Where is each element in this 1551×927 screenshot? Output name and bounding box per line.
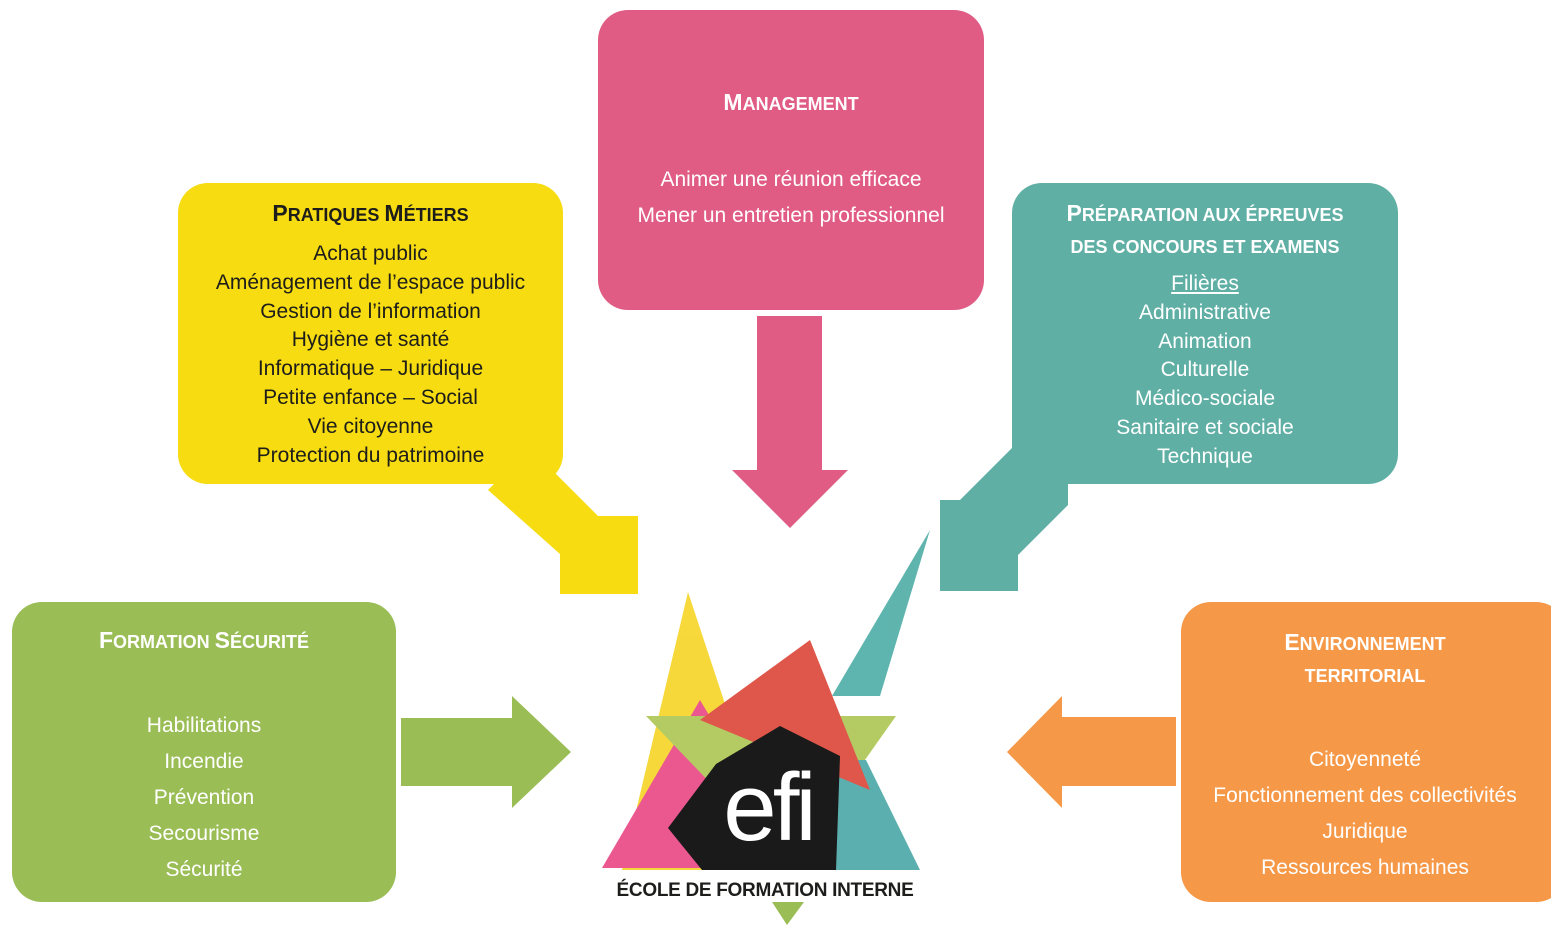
preparation-item: Médico-sociale	[1134, 387, 1276, 411]
environnement-item: Ressources humaines	[1261, 856, 1469, 879]
securite-item: Sécurité	[165, 858, 243, 881]
securite-item: Habilitations	[146, 714, 262, 737]
environnement-title-first-letter: E	[1284, 629, 1300, 655]
environnement-title-line1-rest: nvironnement	[1299, 634, 1446, 654]
environnement-arrow	[1007, 696, 1176, 808]
pratiques-box: Pratiques Métiers Achat public Aménageme…	[178, 183, 563, 484]
management-title: Management	[598, 86, 984, 120]
environnement-box: Environnement territorial Citoyenneté Fo…	[1181, 602, 1551, 902]
management-items: Animer une réunion efficace Mener un ent…	[598, 162, 984, 234]
management-item: Mener un entretien professionnel	[637, 204, 945, 227]
securite-arrow	[401, 696, 571, 808]
logo-bottom-point	[772, 902, 804, 925]
management-box: Management Animer une réunion efficace M…	[598, 10, 984, 310]
securite-items: Habilitations Incendie Prévention Secour…	[12, 708, 396, 888]
pratiques-title-first-letter: P	[272, 200, 288, 226]
environnement-title-line2: territorial	[1304, 666, 1426, 686]
environnement-item: Citoyenneté	[1308, 748, 1422, 771]
environnement-title-line1: Environnement	[1181, 626, 1549, 660]
preparation-item: Sanitaire et sociale	[1116, 415, 1294, 439]
preparation-item: Animation	[1158, 329, 1252, 353]
pratiques-item: Petite enfance – Social	[263, 385, 478, 409]
pratiques-item: Informatique – Juridique	[257, 357, 484, 381]
preparation-title-line2: des concours et examens	[1070, 237, 1340, 257]
pratiques-item: Hygiène et santé	[291, 328, 450, 352]
pratiques-title-second-letter: M	[384, 200, 404, 226]
preparation-title-first-letter: P	[1066, 200, 1082, 226]
pratiques-items: Achat public Aménagement de l’espace pub…	[178, 240, 563, 470]
securite-title-rest: ormation	[113, 632, 215, 652]
logo-teal-checkmark	[832, 530, 930, 696]
preparation-box: Préparation aux épreuves des concours et…	[1012, 183, 1398, 484]
logo-caption: ÉCOLE DE FORMATION INTERNE	[616, 880, 914, 901]
preparation-title: Préparation aux épreuves des concours et…	[1012, 197, 1398, 263]
management-arrow	[732, 316, 848, 528]
securite-title-second-rest: écurité	[230, 632, 310, 652]
securite-box: Formation Sécurité Habilitations Incendi…	[12, 602, 396, 902]
pratiques-title-second-rest: étiers	[403, 205, 469, 225]
logo-dark-house	[668, 726, 840, 870]
management-title-first-letter: M	[723, 89, 743, 115]
preparation-subheading: Filières	[1171, 272, 1239, 295]
environnement-title: Environnement territorial	[1181, 626, 1551, 692]
environnement-item: Juridique	[1322, 820, 1408, 843]
securite-title: Formation Sécurité	[12, 624, 396, 658]
preparation-item: Technique	[1157, 444, 1253, 468]
pratiques-title: Pratiques Métiers	[178, 197, 563, 231]
environnement-item: Fonctionnement des collectivités	[1213, 784, 1517, 807]
preparation-title-line1-rest: réparation aux épreuves	[1081, 205, 1344, 225]
logo-word: efi	[723, 754, 816, 861]
preparation-items: Filières Administrative Animation Cultur…	[1012, 270, 1398, 472]
preparation-item: Administrative	[1139, 300, 1271, 324]
pratiques-item: Vie citoyenne	[307, 414, 434, 438]
preparation-item: Culturelle	[1160, 358, 1250, 382]
securite-title-second-letter: S	[214, 627, 231, 653]
securite-item: Incendie	[164, 750, 244, 773]
pratiques-title-rest: ratiques	[287, 205, 385, 225]
environnement-items: Citoyenneté Fonctionnement des collectiv…	[1181, 742, 1551, 886]
pratiques-item: Achat public	[313, 242, 428, 265]
pratiques-item: Protection du patrimoine	[256, 443, 485, 467]
securite-item: Secourisme	[148, 822, 260, 845]
management-item: Animer une réunion efficace	[660, 168, 922, 191]
pratiques-arrow	[488, 448, 638, 594]
securite-item: Prévention	[153, 786, 255, 809]
management-title-rest: anagement	[742, 94, 859, 114]
preparation-title-line1: Préparation aux épreuves	[1012, 197, 1398, 231]
pratiques-item: Aménagement de l’espace public	[215, 270, 526, 294]
pratiques-item: Gestion de l’information	[260, 299, 481, 323]
securite-title-first-letter: F	[98, 627, 114, 653]
